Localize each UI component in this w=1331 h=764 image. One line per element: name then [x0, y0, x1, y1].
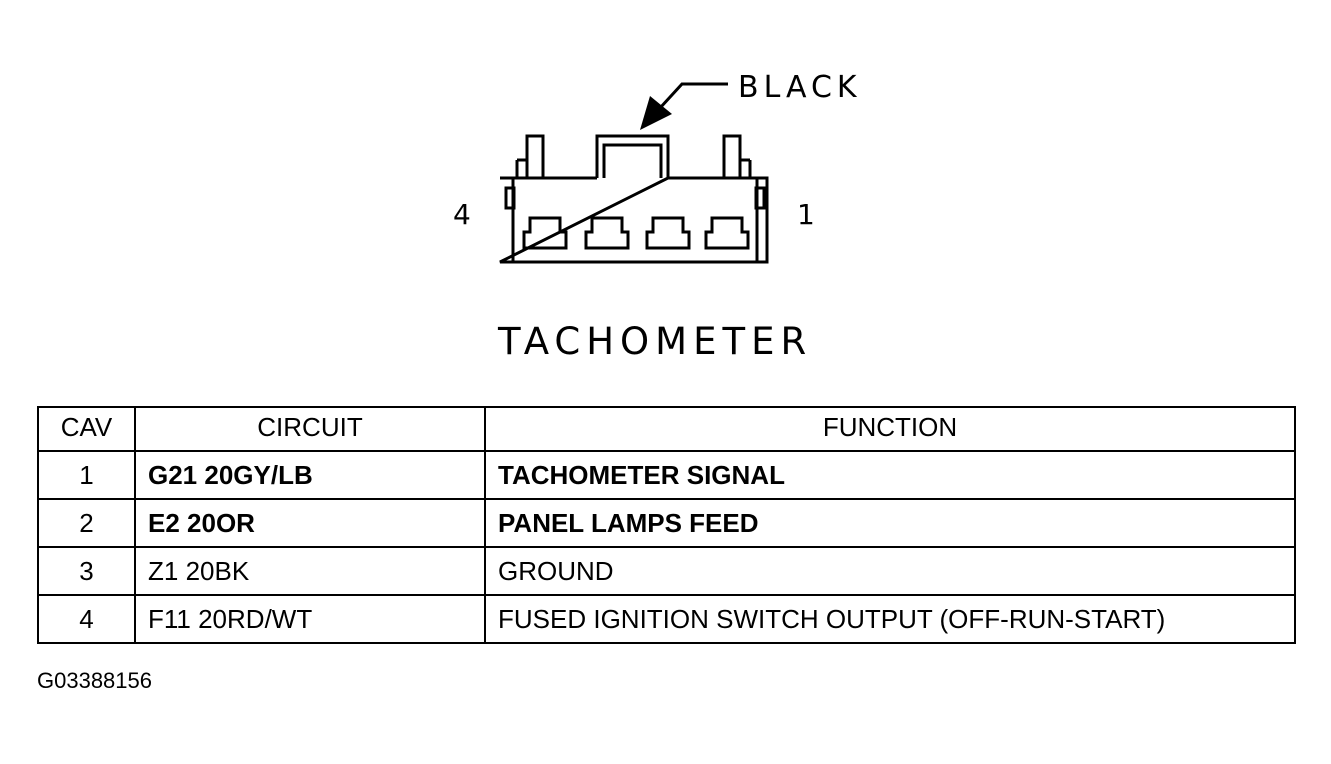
table-row: 1 G21 20GY/LB TACHOMETER SIGNAL	[37, 450, 1296, 500]
leader-arrowhead	[640, 96, 672, 130]
header-cav: CAV	[37, 406, 136, 452]
connector-drawing	[499, 82, 769, 264]
pin-number-right: 1	[797, 198, 815, 231]
function-cell: PANEL LAMPS FEED	[484, 498, 1296, 548]
cavity-4	[522, 216, 568, 250]
locking-latch	[595, 134, 670, 178]
table-row: 2 E2 20OR PANEL LAMPS FEED	[37, 498, 1296, 548]
header-function: FUNCTION	[484, 406, 1296, 452]
pin-number-left: 4	[453, 198, 471, 231]
pinout-table: CAV CIRCUIT FUNCTION 1 G21 20GY/LB TACHO…	[37, 406, 1296, 644]
function-cell: FUSED IGNITION SWITCH OUTPUT (OFF-RUN-ST…	[484, 594, 1296, 644]
connector-title: TACHOMETER	[498, 320, 813, 363]
table-row: 3 Z1 20BK GROUND	[37, 546, 1296, 596]
cav-cell: 3	[37, 546, 136, 596]
cavity-3	[584, 216, 630, 250]
function-cell: GROUND	[484, 546, 1296, 596]
cav-cell: 2	[37, 498, 136, 548]
circuit-cell: E2 20OR	[134, 498, 486, 548]
circuit-cell: G21 20GY/LB	[134, 450, 486, 500]
cav-cell: 4	[37, 594, 136, 644]
circuit-cell: F11 20RD/WT	[134, 594, 486, 644]
cavity-2	[645, 216, 691, 250]
cav-cell: 1	[37, 450, 136, 500]
connector-body	[499, 176, 769, 264]
table-row: 4 F11 20RD/WT FUSED IGNITION SWITCH OUTP…	[37, 594, 1296, 644]
header-circuit: CIRCUIT	[134, 406, 486, 452]
cavity-1	[704, 216, 750, 250]
color-leader-line	[658, 82, 728, 110]
connector-color-label: BLACK	[738, 70, 862, 105]
table-header-row: CAV CIRCUIT FUNCTION	[37, 406, 1296, 452]
function-cell: TACHOMETER SIGNAL	[484, 450, 1296, 500]
circuit-cell: Z1 20BK	[134, 546, 486, 596]
figure-id: G03388156	[37, 668, 152, 693]
right-post	[722, 134, 742, 180]
left-post	[525, 134, 545, 180]
